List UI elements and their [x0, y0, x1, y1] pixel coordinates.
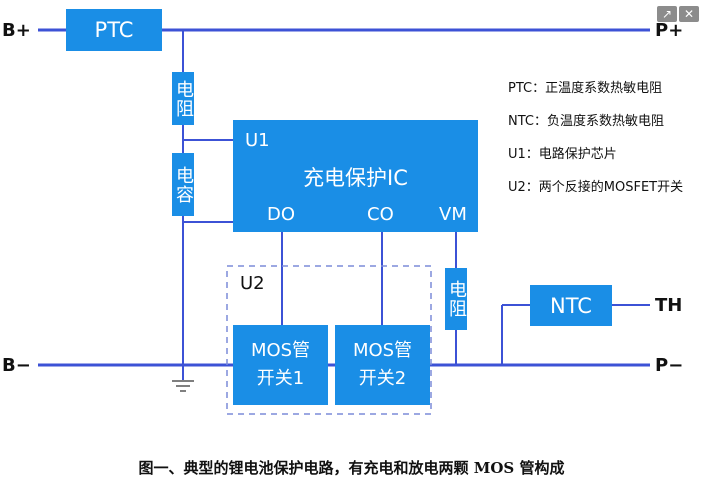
pin-vm-label: VM — [439, 204, 467, 225]
resistor-top-box: 电阻 — [172, 72, 194, 125]
mos1-line1: MOS管 — [250, 340, 311, 361]
pin-co-label: CO — [367, 204, 394, 225]
mos2-line1: MOS管 — [352, 340, 413, 361]
mos-group-label: U2 — [240, 273, 265, 294]
legend-item-ptc: PTC：正温度系数热敏电阻 — [508, 81, 663, 96]
mos-switch-2-box: MOS管 开关2 — [335, 325, 430, 405]
terminal-th: TH — [655, 295, 683, 316]
legend-item-u1: U1：电路保护芯片 — [508, 147, 617, 162]
resistor-top-label: 电阻 — [173, 79, 194, 118]
ic-name-label: 充电保护IC — [303, 166, 408, 190]
mos2-line2: 开关2 — [358, 368, 407, 389]
ptc-box: PTC — [66, 9, 162, 51]
terminal-p-minus: P− — [655, 355, 684, 376]
mos1-line2: 开关1 — [256, 368, 305, 389]
ic-ref-label: U1 — [245, 130, 270, 151]
pin-do-label: DO — [267, 204, 296, 225]
figure-caption: 图一、典型的锂电池保护电路，有充电和放电两颗 MOS 管构成 — [138, 459, 565, 477]
legend-item-ntc: NTC：负温度系数热敏电阻 — [508, 114, 664, 129]
ntc-label: NTC — [550, 293, 592, 318]
terminal-p-plus: P+ — [655, 20, 684, 41]
ntc-box: NTC — [530, 285, 612, 326]
image-toolbar: ↗✕ — [655, 3, 703, 22]
protection-ic-box: U1 充电保护IC DO CO VM — [233, 120, 478, 232]
mos-switch-1-box: MOS管 开关1 — [233, 325, 328, 405]
terminal-b-plus: B+ — [2, 20, 31, 41]
capacitor-box: 电容 — [172, 153, 194, 216]
resistor-vm-box: 电阻 — [445, 268, 467, 330]
close-icon[interactable]: ✕ — [679, 6, 699, 22]
expand-icon[interactable]: ↗ — [657, 6, 677, 22]
ptc-label: PTC — [94, 18, 134, 42]
capacitor-label: 电容 — [173, 165, 194, 204]
resistor-vm-label: 电阻 — [446, 280, 467, 318]
legend-item-u2: U2：两个反接的MOSFET开关 — [508, 180, 684, 195]
terminal-b-minus: B− — [2, 355, 31, 376]
